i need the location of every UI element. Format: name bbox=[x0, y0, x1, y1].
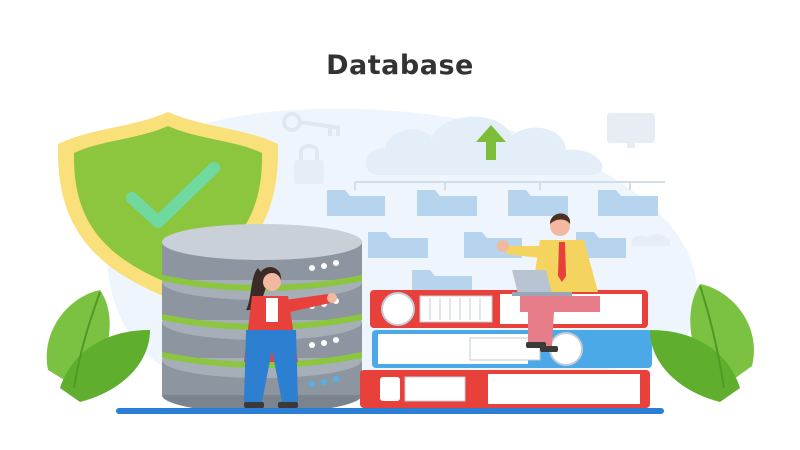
floor-line bbox=[116, 408, 664, 414]
key-icon bbox=[282, 112, 341, 136]
leaf-icon-right bbox=[650, 284, 754, 402]
monitor-icon bbox=[607, 113, 655, 148]
upload-arrow-icon bbox=[476, 125, 506, 160]
leaf-icon bbox=[46, 290, 150, 402]
small-cloud-icon bbox=[631, 234, 671, 246]
folder-icon bbox=[327, 190, 658, 292]
checkmark-icon bbox=[126, 162, 220, 228]
man-figure bbox=[497, 213, 600, 352]
folder-tree bbox=[327, 181, 665, 292]
padlock-icon bbox=[294, 144, 324, 184]
woman-figure bbox=[244, 267, 337, 408]
cloud-icon bbox=[365, 116, 603, 175]
book-stack-icon bbox=[360, 290, 652, 408]
page-title: Database bbox=[326, 50, 474, 81]
